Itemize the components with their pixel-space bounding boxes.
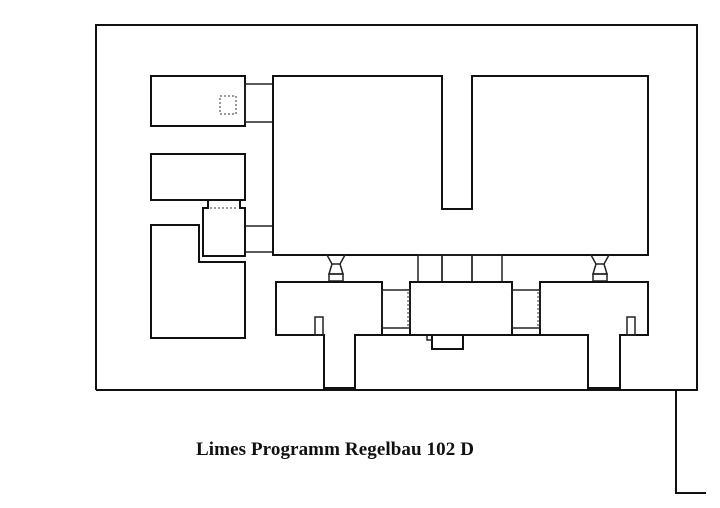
lower-center-steps: [426, 335, 432, 341]
embrasure-right-symbol: [590, 254, 610, 282]
corridor-left-block: [417, 254, 443, 283]
lower-center-block: [409, 281, 513, 350]
room-left-middle: [150, 153, 246, 201]
embrasure-left-symbol: [326, 254, 346, 282]
connector-top: [244, 83, 274, 123]
connector-middle: [244, 225, 274, 253]
lower-connector-left: [381, 289, 411, 329]
lower-right-notch: [626, 316, 636, 336]
lower-connector-right: [511, 289, 541, 329]
room-left-bottom: [150, 224, 246, 339]
small-chamber: [202, 200, 246, 257]
outer-wall: [95, 24, 706, 494]
main-hall: [272, 75, 649, 256]
diagram-caption: Limes Programm Regelbau 102 D: [196, 439, 475, 460]
corridor-right-block: [471, 254, 503, 283]
room-left-top: [150, 75, 246, 127]
small-square-symbol: [219, 95, 237, 115]
corridor-center-block: [441, 254, 473, 283]
lower-left-notch: [314, 316, 324, 336]
